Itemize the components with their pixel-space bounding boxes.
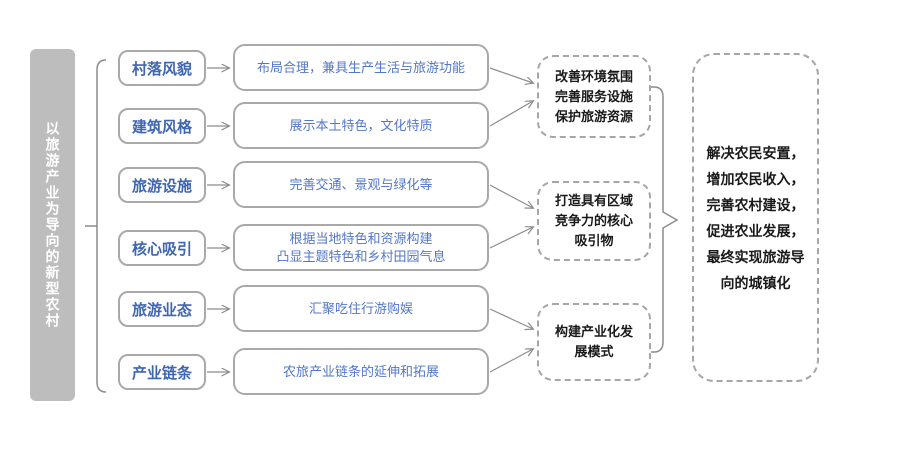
- arrow-desc3-outcome2: [489, 184, 533, 208]
- outcome-line: 构建产业化发: [554, 324, 633, 339]
- outcome-line: 完善服务设施: [554, 88, 633, 104]
- arrow-desc4-outcome2: [489, 227, 533, 249]
- label-box-tourism-business: 旅游业态: [118, 291, 206, 327]
- outcome-box-industrialization: 构建产业化发 展模式: [537, 303, 651, 381]
- desc-line: 完善交通、景观与绿化等: [289, 176, 433, 192]
- arrow-desc6-outcome3: [489, 349, 533, 373]
- arrow-desc1-outcome1: [489, 67, 533, 83]
- desc-line: 凸显主题特色和乡村田园气息: [276, 248, 446, 264]
- theme-bar-label: 以旅游产业为导向的新型农村: [44, 121, 61, 329]
- goal-line: 解决农民安置，: [706, 144, 805, 161]
- outcome-box-environment: 改善环境氛围 完善服务设施 保护旅游资源: [537, 55, 651, 138]
- desc-box-core-attraction: 根据当地特色和资源构建 凸显主题特色和乡村田园气息: [233, 224, 489, 271]
- desc-box-tourism-facilities: 完善交通、景观与绿化等: [233, 161, 489, 208]
- outcome-line: 改善环境氛围: [554, 68, 633, 84]
- outcome-line: 保护旅游资源: [554, 108, 633, 124]
- desc-box-tourism-business: 汇聚吃住行游购娱: [233, 285, 489, 332]
- goal-line: 完善农村建设，: [706, 196, 805, 213]
- outcome-line: 竞争力的核心: [554, 213, 633, 228]
- desc-line: 展示本土特色，文化特质: [289, 117, 433, 133]
- desc-line: 根据当地特色和资源构建: [289, 230, 433, 246]
- goal-line: 促进农业发展，: [706, 222, 805, 239]
- desc-line: 布局合理，兼具生产生活与旅游功能: [256, 59, 465, 75]
- arrow-desc2-outcome1: [489, 101, 533, 127]
- desc-box-industry-chain: 农旅产业链条的延伸和拓展: [233, 348, 489, 395]
- desc-line: 汇聚吃住行游购娱: [308, 300, 413, 316]
- outcome-box-core-attraction: 打造具有区域 竞争力的核心 吸引物: [537, 181, 651, 261]
- goal-line: 最终实现旅游导: [706, 248, 805, 265]
- arrow-desc5-outcome3: [489, 308, 533, 329]
- desc-line: 农旅产业链条的延伸和拓展: [282, 363, 439, 379]
- desc-box-village-appearance: 布局合理，兼具生产生活与旅游功能: [233, 44, 489, 91]
- desc-box-architecture-style: 展示本土特色，文化特质: [233, 102, 489, 149]
- label-box-village-appearance: 村落风貌: [118, 50, 206, 86]
- left-brace-connector: [85, 59, 107, 393]
- outcome-line: 吸引物: [574, 233, 614, 248]
- goal-line: 向的城镇化: [720, 274, 791, 291]
- right-brace-connector: [651, 86, 679, 353]
- goal-box: 解决农民安置， 增加农民收入， 完善农村建设， 促进农业发展， 最终实现旅游导 …: [692, 53, 819, 382]
- label-box-architecture-style: 建筑风格: [118, 108, 206, 144]
- outcome-line: 打造具有区域: [554, 193, 633, 208]
- label-box-tourism-facilities: 旅游设施: [118, 167, 206, 203]
- theme-bar: 以旅游产业为导向的新型农村: [30, 49, 75, 401]
- label-box-core-attraction: 核心吸引: [118, 230, 206, 266]
- outcome-line: 展模式: [574, 344, 614, 359]
- goal-line: 增加农民收入，: [706, 170, 805, 187]
- label-box-industry-chain: 产业链条: [118, 354, 206, 390]
